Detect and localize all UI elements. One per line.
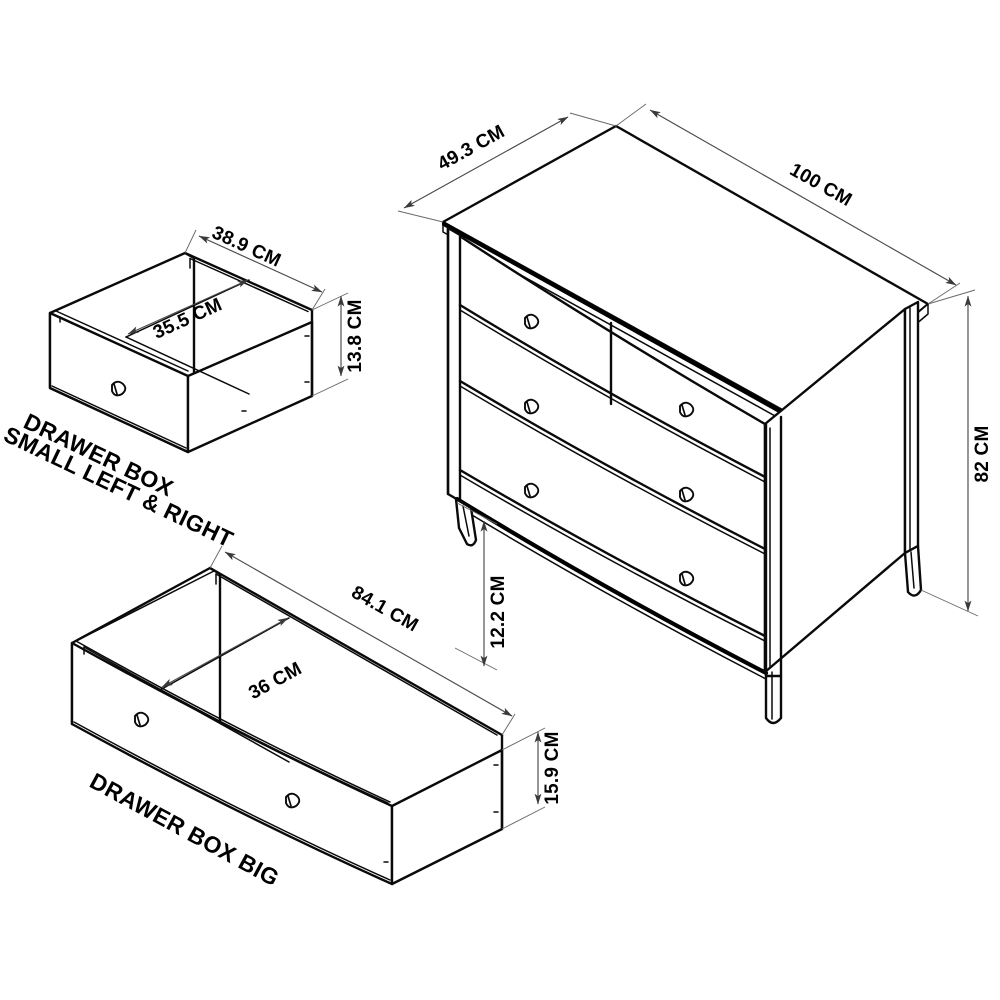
chest-drawer-rail-3-shade: [459, 474, 768, 643]
chest-leg-front-left-inner: [462, 505, 470, 537]
chest-knob-row2-left[interactable]: [524, 398, 540, 415]
chest-drawer-rail-3: [458, 468, 769, 639]
small-box-inner-left-top: [55, 310, 189, 372]
big-box-inner-top-left: [77, 570, 215, 641]
big-box-front-rim: [75, 640, 391, 803]
dim-big-height: 15.9 CM: [501, 727, 563, 830]
big-box-knob-left[interactable]: [134, 711, 150, 728]
chest-knob-row1-left[interactable]: [524, 313, 540, 330]
chest-front-left-stile: [446, 226, 462, 503]
chest-knob-row3-right[interactable]: [679, 570, 695, 587]
chest-leg-rear-right-inner: [910, 551, 915, 589]
dim-label-chest-depth: 49.3 CM: [434, 121, 508, 175]
drawer-box-big-group: [70, 566, 504, 886]
chest-bottom-rail-under: [456, 505, 767, 680]
chest-drawer-rail-top: [458, 303, 769, 480]
dim-small-height: 13.8 CM: [311, 292, 366, 397]
chest-bottom-rail: [454, 496, 769, 676]
small-box-front-lower-edge: [51, 385, 187, 449]
chest-drawer-rail-2: [458, 379, 769, 552]
small-box-right-panel: [186, 320, 314, 454]
small-box-inner-divider-2: [125, 336, 250, 395]
big-box-inner-divider-2: [159, 689, 290, 763]
dim-label-big-inner-depth: 36 CM: [245, 658, 305, 704]
small-box-floor-front: [59, 316, 189, 377]
dim-chest-leg-clearance: 12.2 CM: [454, 502, 509, 671]
dim-label-small-height: 13.8 CM: [345, 299, 366, 372]
chest-of-drawers-group: [441, 124, 930, 725]
chest-knob-row2-right[interactable]: [679, 486, 695, 503]
dim-label-chest-leg-clearance: 12.2 CM: [488, 575, 509, 648]
dim-big-outer-width: 84.1 CM: [209, 545, 516, 736]
dim-chest-height: 82 CM: [920, 289, 993, 617]
chest-drawer-rail-2-shade: [459, 385, 768, 556]
chest-leg-front-right: [764, 674, 783, 725]
dim-label-chest-height: 82 CM: [972, 426, 993, 483]
dim-label-big-height: 15.9 CM: [542, 731, 563, 804]
chest-knob-row1-right[interactable]: [679, 401, 695, 418]
chest-drawer-rail-top-shade: [459, 309, 768, 484]
drawer-box-small-group: [48, 251, 314, 454]
chest-rear-right-post: [903, 300, 920, 555]
chest-top-front-accent: [441, 221, 797, 422]
small-box-knob[interactable]: [111, 380, 127, 397]
big-box-inner-floor-front: [83, 646, 389, 804]
big-box-knob-right[interactable]: [285, 792, 301, 809]
big-box-right-panel: [390, 748, 504, 886]
dim-label-chest-width: 100 CM: [786, 159, 855, 211]
dim-label-small-outer-width: 38.9 CM: [209, 222, 284, 271]
chest-knob-row3-left[interactable]: [524, 482, 540, 499]
big-box-front-lower-shade: [73, 721, 391, 881]
